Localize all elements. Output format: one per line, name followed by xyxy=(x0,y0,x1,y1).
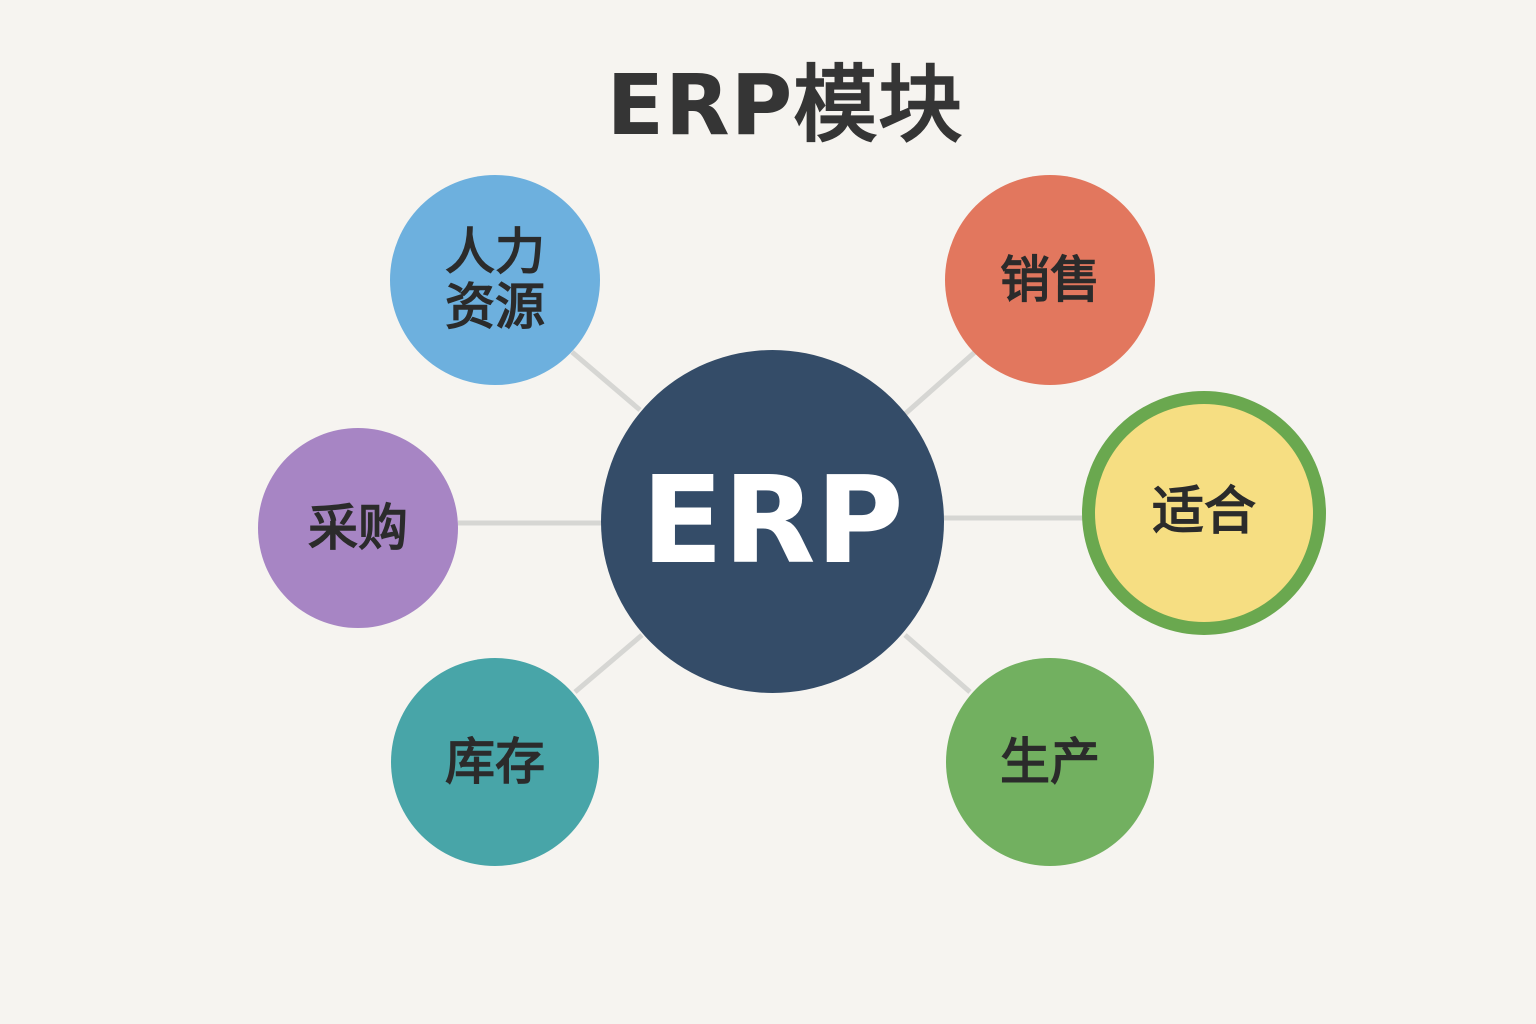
inventory-label: 库存 xyxy=(445,732,545,791)
production-label: 生产 xyxy=(1000,732,1100,791)
fit-label: 适合 xyxy=(1151,482,1256,543)
module-purchase: 采购 xyxy=(258,428,458,628)
link-inventory xyxy=(573,633,644,694)
purchase-label: 采购 xyxy=(308,498,408,557)
diagram-title: ERP模块 xyxy=(606,56,964,154)
link-production xyxy=(903,633,972,694)
erp-center-node: ERP xyxy=(601,350,944,693)
module-fit: 适合 xyxy=(1082,391,1326,635)
module-hr: 人力资源 xyxy=(390,175,600,385)
erp-label: ERP xyxy=(641,451,904,591)
link-hr xyxy=(570,350,642,412)
module-inventory: 库存 xyxy=(391,658,599,866)
hr-label: 人力资源 xyxy=(445,223,545,336)
sales-label: 销售 xyxy=(1000,250,1100,309)
module-production: 生产 xyxy=(946,658,1154,866)
link-sales xyxy=(903,350,977,416)
module-sales: 销售 xyxy=(945,175,1155,385)
